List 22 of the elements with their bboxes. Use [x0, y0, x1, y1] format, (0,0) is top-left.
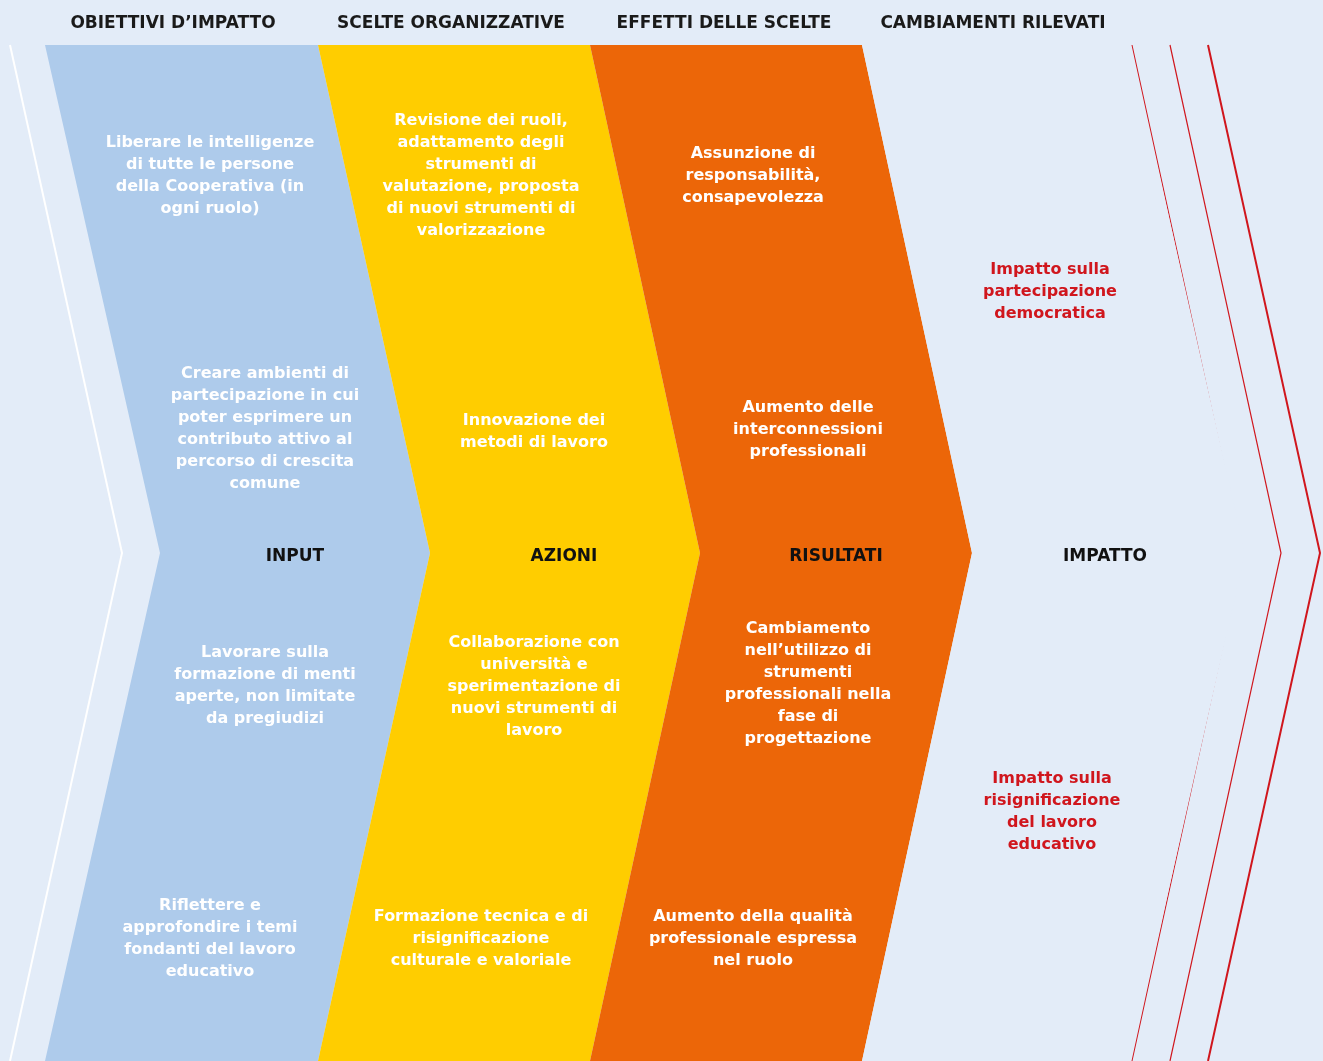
band-text: Formazione tecnica e di risignificazione culturale e valoriale: [372, 905, 590, 971]
band-text: Innovazione dei metodi di lavoro: [459, 409, 609, 453]
column-heading: SCELTE ORGANIZZATIVE: [336, 11, 566, 33]
band-text: Liberare le intelligenze di tutte le persone della Cooperativa (in ogni ruolo): [105, 131, 315, 219]
impact-text: Impatto sulla partecipazione democratica: [982, 258, 1118, 324]
stage-label: IMPATTO: [1062, 544, 1148, 566]
stage-label: AZIONI: [529, 544, 599, 566]
impact-text: Impatto sulla risignificazione del lavoro educativo: [982, 767, 1122, 855]
band-text: Creare ambienti di partecipazione in cui poter esprimere un contributo attivo al percorso di crescita comune: [169, 362, 361, 494]
band-text: Collaborazione con università e sperimentazione di nuovi strumenti di lavoro: [446, 631, 622, 741]
column-heading: CAMBIAMENTI RILEVATI: [879, 11, 1107, 33]
stage-label: INPUT: [264, 544, 326, 566]
band-text: Cambiamento nell’utilizzo di strumenti professionali nella fase di progettazione: [723, 617, 893, 749]
band-text: Assunzione di responsabilità, consapevolezza: [681, 142, 825, 208]
band-text: Aumento della qualità professionale espressa nel ruolo: [647, 905, 859, 971]
band-text: Aumento delle interconnessioni professionali: [732, 396, 884, 462]
stage-label: RISULTATI: [788, 544, 884, 566]
band-text: Lavorare sulla formazione di menti aperte, non limitate da pregiudizi: [173, 641, 357, 729]
band-text: Riflettere e approfondire i temi fondanti del lavoro educativo: [121, 894, 299, 982]
column-heading: EFFETTI DELLE SCELTE: [615, 11, 833, 33]
column-heading: OBIETTIVI D’IMPATTO: [69, 11, 277, 33]
band-text: Revisione dei ruoli, adattamento degli strumenti di valutazione, proposta di nuovi strumenti di valorizzazione: [381, 109, 581, 241]
